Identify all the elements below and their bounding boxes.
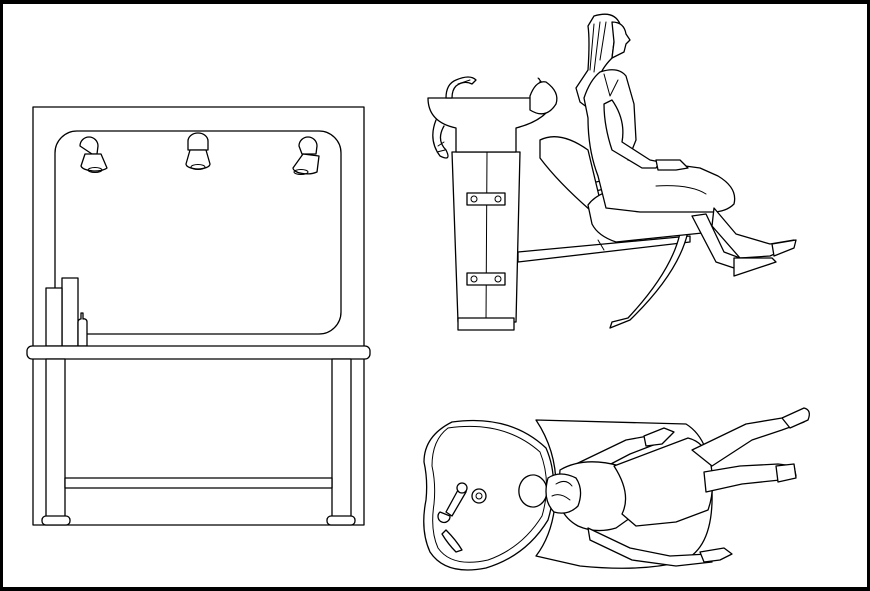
seated-woman bbox=[575, 13, 797, 277]
foot-left bbox=[41, 515, 71, 526]
stretcher-bar bbox=[64, 477, 333, 489]
drain bbox=[471, 488, 487, 504]
bottle-tall bbox=[61, 277, 79, 347]
arm bbox=[603, 99, 661, 169]
product-bottles bbox=[45, 277, 88, 347]
lamp-center bbox=[185, 132, 211, 170]
hand-upper-plan bbox=[643, 427, 675, 447]
shoe-plan-upper bbox=[781, 407, 810, 429]
shoe-front bbox=[771, 239, 797, 257]
neck-rest-plan bbox=[518, 474, 548, 508]
torso-plan bbox=[557, 461, 637, 532]
wall-panel bbox=[32, 106, 365, 526]
neck-rest bbox=[529, 81, 558, 115]
faucet bbox=[445, 76, 477, 99]
torso bbox=[583, 69, 736, 213]
hand-lower-plan bbox=[699, 547, 733, 563]
hand bbox=[655, 159, 689, 171]
front-elevation bbox=[26, 106, 371, 526]
counter-top bbox=[26, 345, 371, 360]
basin-bowl-plan bbox=[431, 425, 548, 563]
lamp-left bbox=[79, 136, 108, 173]
shoe-plan-lower bbox=[775, 463, 797, 483]
pedestal-bracket-top bbox=[466, 192, 506, 206]
head-plan bbox=[545, 473, 582, 514]
bottle-medium bbox=[45, 287, 63, 347]
foot-right bbox=[326, 515, 356, 526]
counter-leg-right bbox=[331, 358, 352, 518]
pedestal-bracket-bottom bbox=[466, 272, 506, 286]
skirt-plan bbox=[613, 437, 714, 527]
arm-lower-plan bbox=[587, 527, 713, 567]
spray-bottle bbox=[77, 312, 88, 347]
hose-head-plan bbox=[441, 529, 463, 553]
woman-plan bbox=[545, 407, 810, 567]
shoe-back bbox=[733, 257, 777, 277]
face bbox=[611, 21, 631, 59]
counter-leg-left bbox=[45, 358, 66, 518]
side-elevation bbox=[427, 13, 797, 331]
spray-hose bbox=[432, 119, 449, 159]
lamp-right bbox=[292, 136, 320, 175]
mirror bbox=[54, 130, 342, 335]
basin-plan bbox=[423, 419, 555, 571]
plan-view bbox=[423, 407, 810, 571]
